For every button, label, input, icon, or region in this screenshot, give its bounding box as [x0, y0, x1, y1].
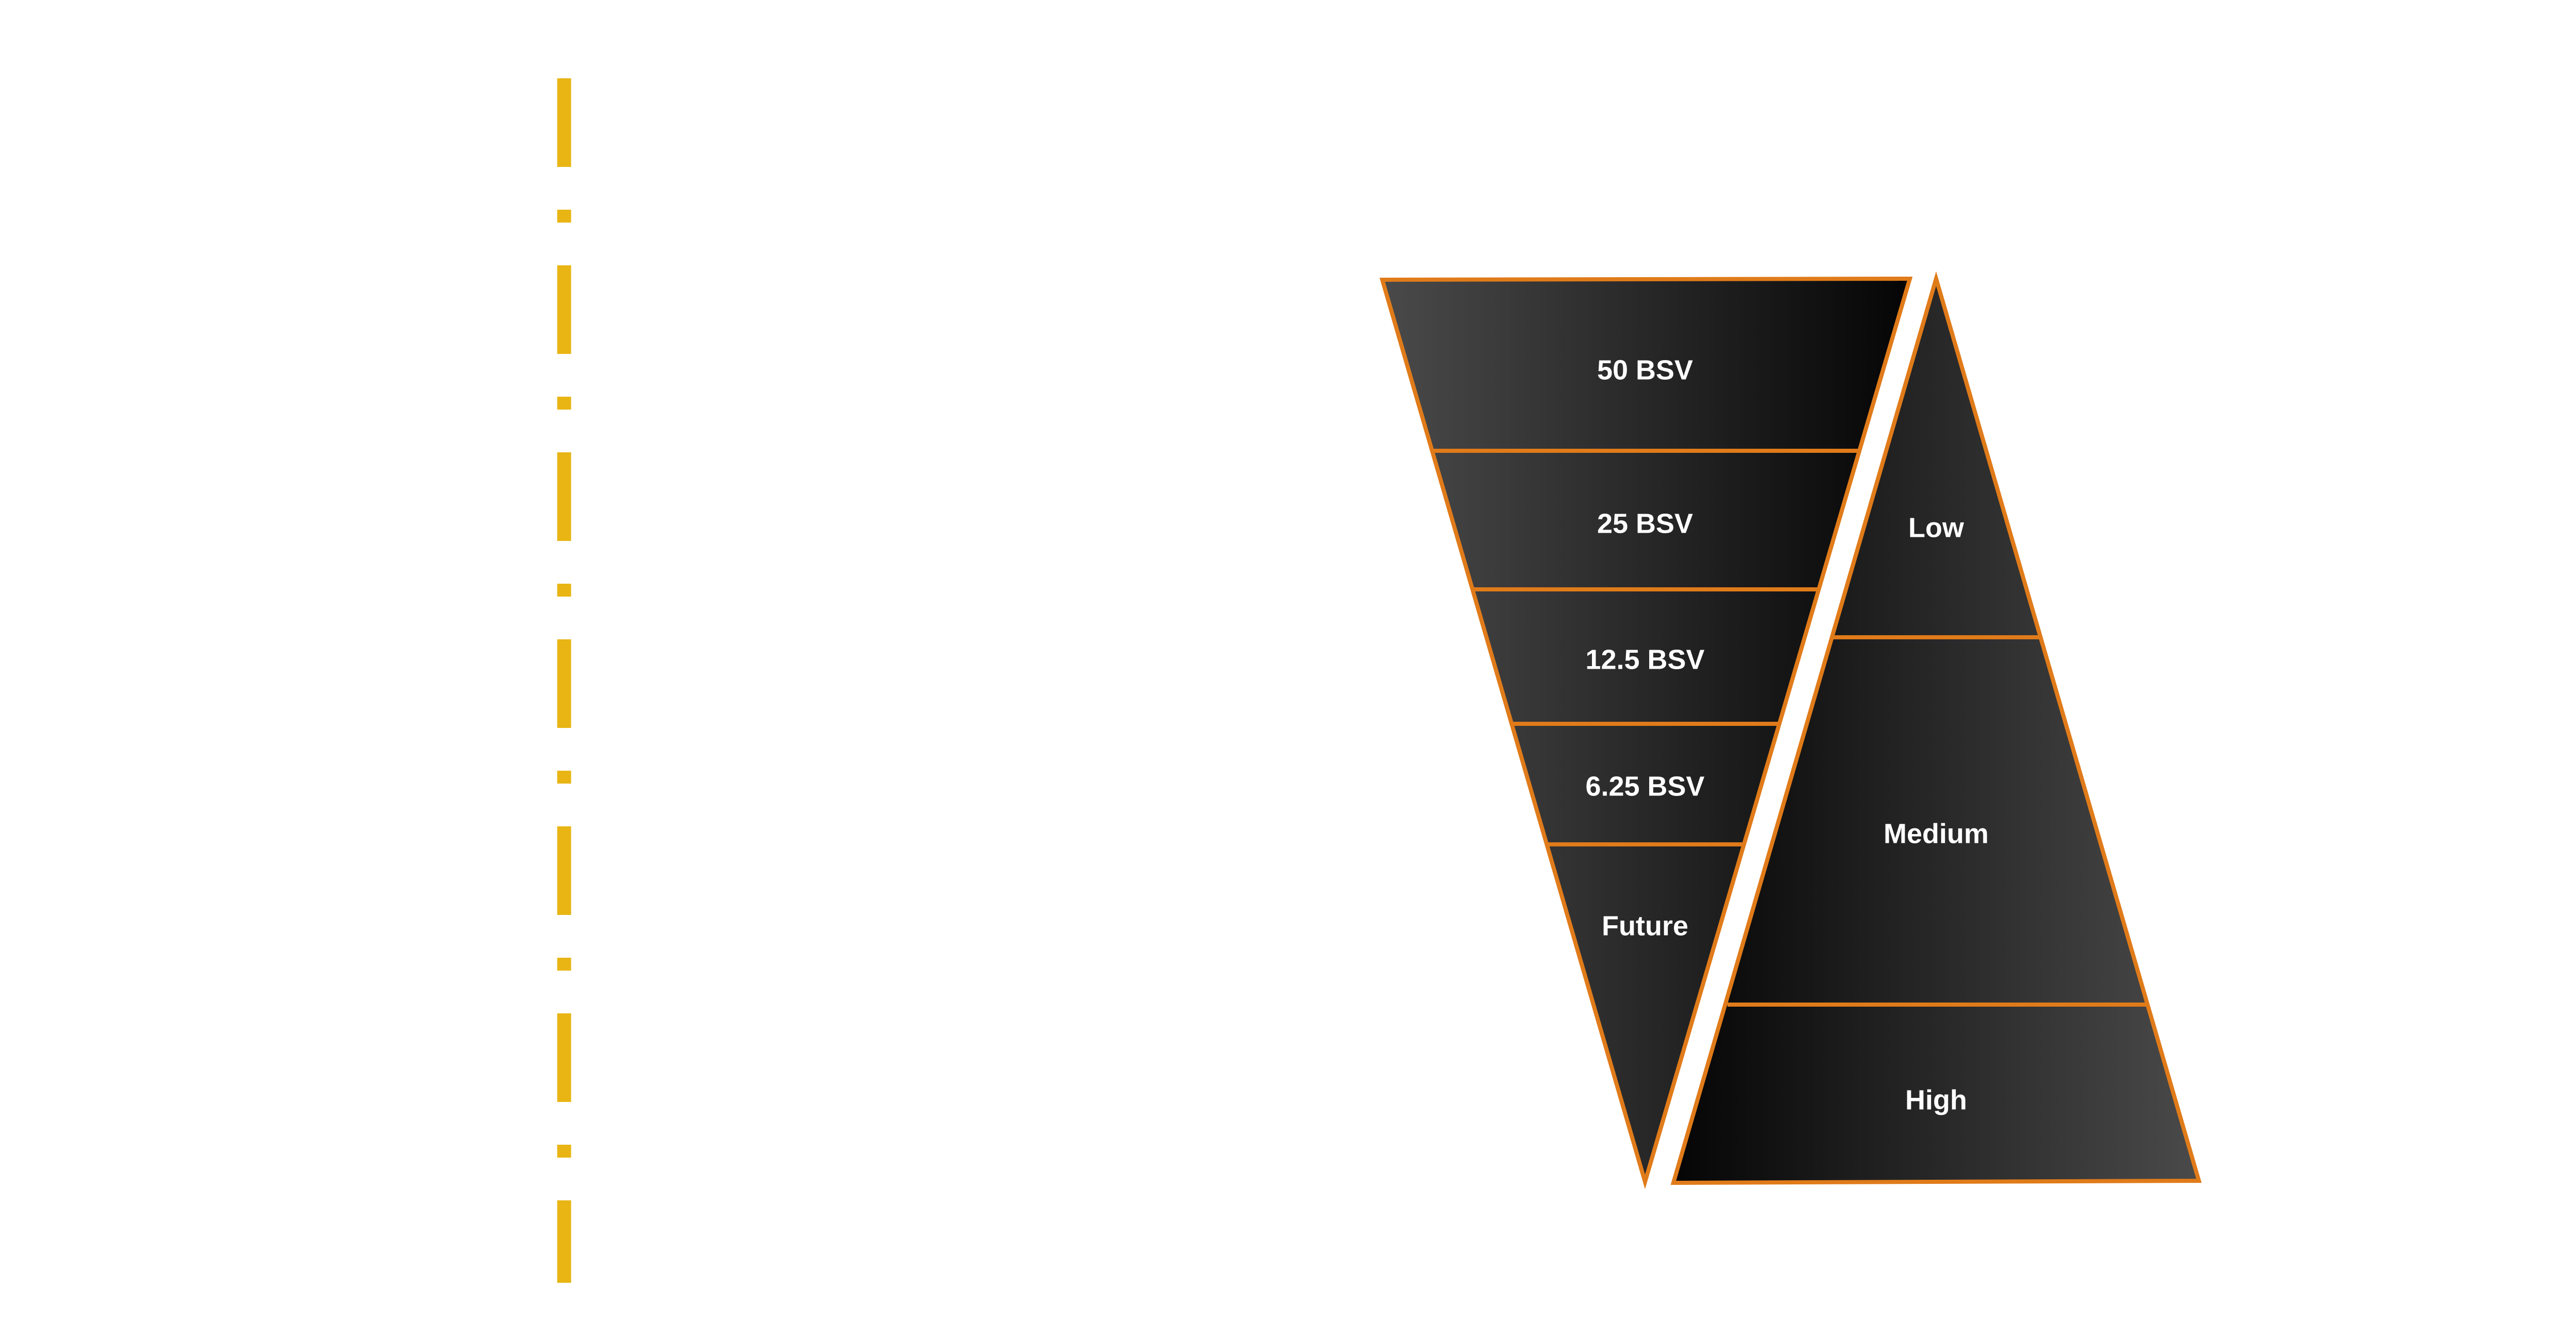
funnel-shape	[1379, 276, 1913, 1190]
block-reward-funnel: 50 BSV 25 BSV 12.5 BSV 6.25 BSV Future	[1379, 276, 1913, 1190]
funnel-label-25-bsv: 25 BSV	[1597, 508, 1693, 539]
fee-pyramid: Low Medium High	[1670, 271, 2202, 1185]
funnel-label-6-25-bsv: 6.25 BSV	[1585, 771, 1704, 802]
funnel-label-future: Future	[1602, 910, 1688, 941]
funnel-label-12-5-bsv: 12.5 BSV	[1585, 644, 1704, 675]
pyramid-shape	[1670, 271, 2202, 1185]
pyramid-label-medium: Medium	[1884, 818, 1989, 849]
funnel-label-50-bsv: 50 BSV	[1597, 354, 1693, 385]
pyramid-label-high: High	[1905, 1084, 1967, 1115]
pyramid-label-low: Low	[1908, 512, 1964, 543]
